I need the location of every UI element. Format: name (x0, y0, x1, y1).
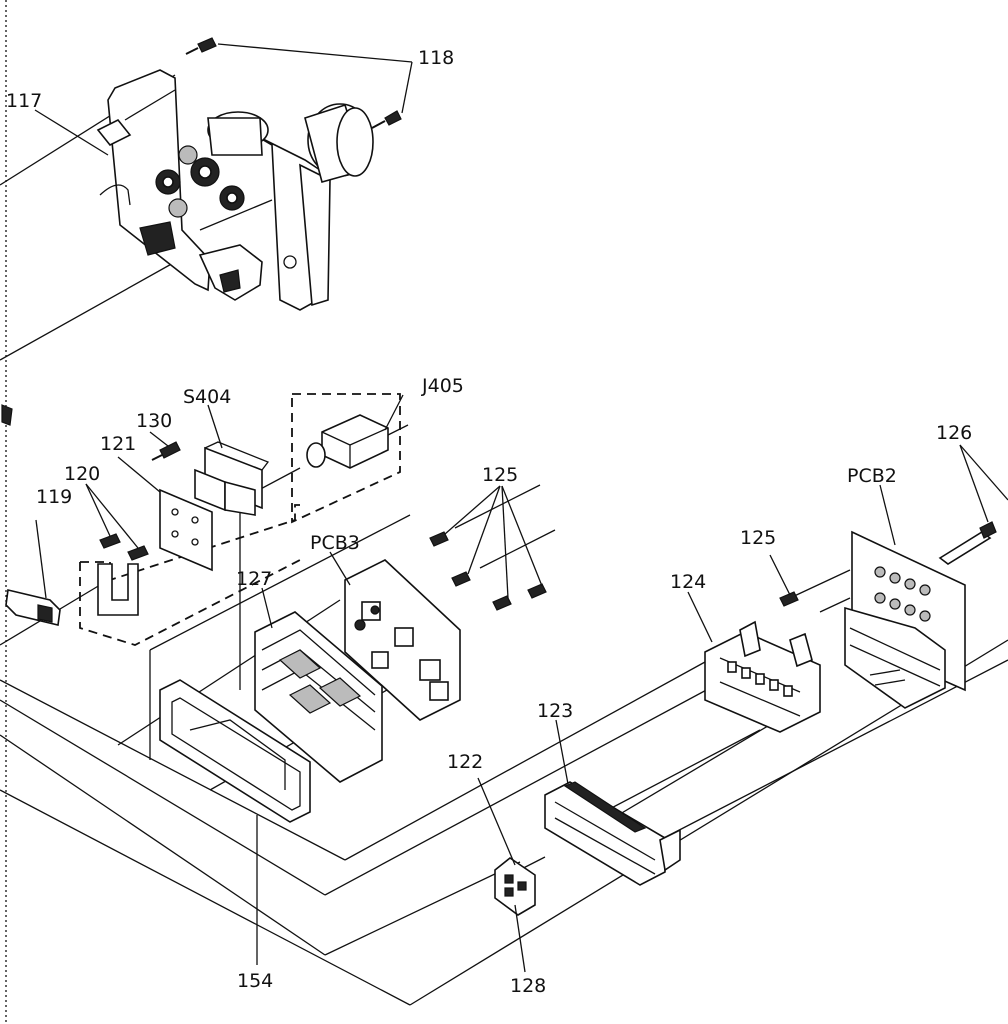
label-PCB2: PCB2 (847, 465, 897, 487)
circuit-board-PCB2 (844, 530, 966, 709)
label-124: 124 (670, 571, 706, 593)
connector-123 (544, 781, 681, 886)
leader-lines (34, 109, 896, 785)
label-123: 123 (537, 700, 573, 722)
switch-assembly-S404 (79, 441, 301, 646)
label-125-right: 125 (740, 527, 776, 549)
screws-118 (185, 37, 413, 129)
front-panel-127 (254, 611, 383, 783)
label-117: 117 (6, 90, 42, 112)
screw-126 (938, 444, 1008, 565)
label-121: 121 (100, 433, 136, 455)
keycap-122 (477, 777, 536, 973)
connector-124 (704, 620, 821, 733)
screws-125 (429, 485, 799, 611)
label-128: 128 (510, 975, 546, 997)
label-127: 127 (236, 568, 272, 590)
jack-J405 (291, 393, 409, 524)
label-PCB3: PCB3 (310, 532, 360, 554)
mechanism-assembly-117 (96, 69, 374, 311)
knob-119 (5, 519, 61, 626)
label-130: 130 (136, 410, 172, 432)
label-120: 120 (64, 463, 100, 485)
label-119: 119 (36, 486, 72, 508)
label-J405: J405 (421, 375, 464, 397)
circuit-board-PCB3 (344, 559, 461, 721)
label-126: 126 (936, 422, 972, 444)
label-154: 154 (237, 970, 273, 992)
part-labels: 118 117 S404 J405 130 121 120 119 125 PC… (6, 47, 972, 997)
scan-edge (1, 0, 13, 1024)
label-125-top: 125 (482, 464, 518, 486)
escutcheon-154 (159, 679, 311, 965)
label-122: 122 (447, 751, 483, 773)
label-S404: S404 (183, 386, 231, 408)
label-118: 118 (418, 47, 454, 69)
